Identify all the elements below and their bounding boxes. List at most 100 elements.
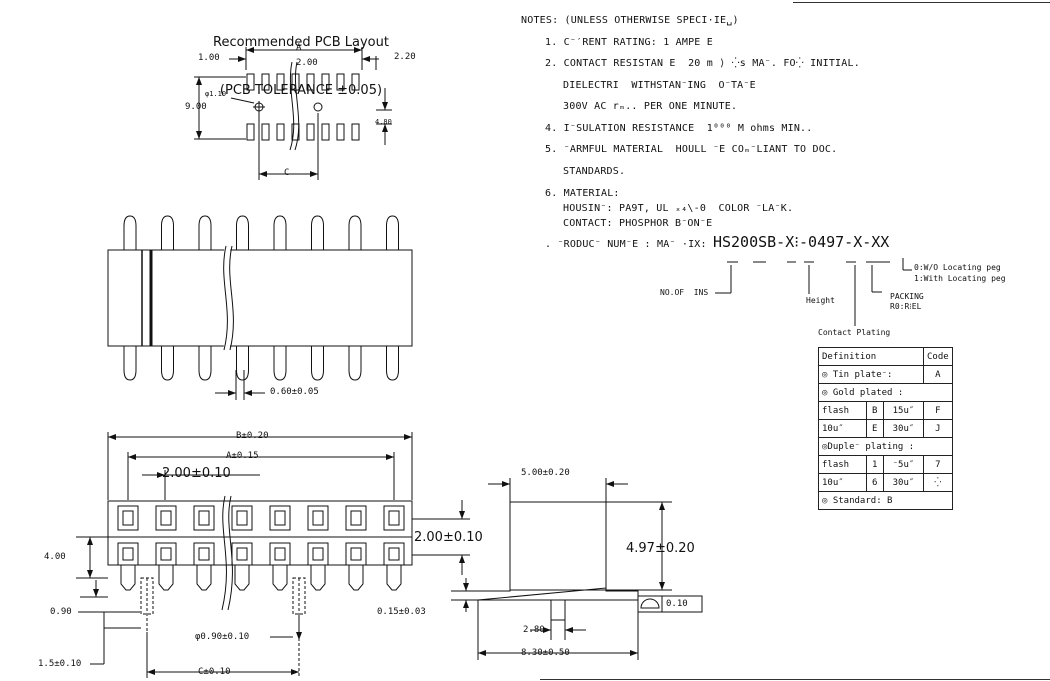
label-no-of-pins: NO.OF INS: [660, 288, 709, 297]
cell: 7: [923, 455, 953, 474]
note-6b: CONTACT: PHOSPHOR B⁻ON⁻E: [563, 218, 713, 229]
notes-block: NOTES: (UNLESS OTHERWISE SPECI·IE␣) 1. C…: [521, 10, 889, 256]
tin-row: ◎ Tin plate⁻: A: [818, 365, 953, 384]
border-line-bottom: [540, 679, 1050, 680]
contact-lead: [234, 565, 250, 591]
plating-table: Definition Code ◎ Tin plate⁻: A ◎ Gold p…: [818, 347, 953, 510]
note-7: . ⁻RODUC⁻ NUM⁻E : MA⁻ ·IX: HS200SB-X⁝-04…: [521, 232, 889, 256]
dim-lead-width: 0.60±0.05: [270, 387, 319, 397]
pcb-pad: [306, 123, 315, 141]
contact-bottom-inner: [388, 547, 400, 561]
opt-without-peg: 0:W/O Locating peg: [914, 263, 1001, 272]
dim-row-pitch: 2.00±0.10: [414, 530, 483, 545]
contact-top: [231, 505, 253, 531]
contact-lead: [386, 565, 402, 591]
note-5: 5. ⁻ARMFUL MATERIAL HOULL ⁻E COₘ⁻LIANT T…: [545, 144, 838, 155]
dim-foot-length: 8.30±0.50: [521, 648, 570, 658]
pcb-title-line1: Recommended PCB Layout: [213, 35, 389, 50]
dim-row-height: 9.00: [185, 102, 207, 112]
pcb-layout-title: Recommended PCB Layout (PCB TOLERANCE ±0…: [196, 3, 406, 115]
dim-peg-length: 1.5±0.10: [38, 659, 82, 669]
tin-code: A: [923, 365, 953, 384]
contact-top: [345, 505, 367, 531]
contact-bottom: [383, 542, 405, 566]
dim-hole: φ1.10: [205, 90, 227, 98]
pcb-pad: [321, 123, 330, 141]
pcb-pad: [351, 123, 360, 141]
contact-lead: [158, 565, 174, 591]
pcb-pad: [246, 73, 255, 91]
note-4: 4. I⁻SULATION RESISTANCE 1⁰⁰⁰ M ohms MIN…: [545, 122, 813, 134]
pin-bottom: [123, 346, 137, 381]
contact-bottom-inner: [350, 547, 362, 561]
pcb-pad: [321, 73, 330, 91]
standard-row: ◎ Standard: B: [818, 491, 953, 510]
pin-bottom: [386, 346, 399, 381]
pin-bottom: [236, 346, 249, 381]
contact-lead: [348, 565, 364, 591]
notes-header: NOTES: (UNLESS OTHERWISE SPECI·IE␣): [521, 15, 739, 26]
cell: 1: [865, 455, 884, 474]
contact-bottom: [193, 542, 215, 566]
label-packing-value: R0:R⁝EL: [890, 302, 922, 311]
dim-contact-pitch: 2.00±0.10: [162, 466, 231, 481]
pin-top: [198, 215, 212, 250]
contact-bottom-inner: [274, 547, 286, 561]
contact-top-inner: [312, 510, 324, 526]
gold-text: Gold plated :: [832, 387, 904, 398]
header-code: Code: [923, 347, 953, 366]
contact-bottom: [307, 542, 329, 566]
pin-bottom: [348, 346, 362, 381]
dim-c-label: C: [284, 168, 290, 178]
dim-height-4: 4.00: [44, 552, 66, 562]
pcb-pad: [306, 73, 315, 91]
dim-pad-height: 4.80: [375, 118, 392, 126]
contact-top-inner: [160, 510, 172, 526]
dim-a: A±0.15: [226, 451, 259, 461]
contact-lead: [272, 565, 288, 591]
pin-bottom: [311, 346, 324, 381]
cell: F: [923, 401, 953, 420]
pcb-pad: [246, 123, 255, 141]
cell: 6: [865, 473, 884, 492]
note-2c: 300V AC rₘ.. PER ONE MINUTE.: [563, 101, 738, 112]
contact-bottom-inner: [122, 547, 134, 561]
contact-bottom-inner: [160, 547, 172, 561]
cell: J: [923, 419, 953, 438]
pin-top: [236, 215, 249, 250]
pcb-pad: [261, 73, 270, 91]
dim-a-label: A: [296, 43, 302, 53]
dim-end-height: 4.97±0.20: [626, 541, 695, 556]
dim-pad-width: 2.20: [394, 52, 416, 62]
dim-lead-offset: 0.90: [50, 607, 72, 617]
pin-top: [273, 215, 287, 250]
note-2: 2. CONTACT RESISTAN E 20 m ⟩ ⁛s MA⁻. FO⁛…: [545, 58, 860, 69]
contact-top: [117, 505, 139, 531]
border-line-top: [793, 2, 1050, 3]
dim-pitch-left: 1.00: [198, 53, 220, 63]
dim-pitch: 2.00: [296, 58, 318, 68]
contact-top: [269, 505, 291, 531]
pcb-title-line2: (PCB TOLERANCE ±0.05): [219, 83, 383, 98]
part-number: HS200SB-X⁝-0497-X-XX: [712, 233, 890, 251]
cell: flash: [818, 401, 867, 420]
pin-bottom: [161, 346, 174, 381]
contact-top: [307, 505, 329, 531]
contact-lead: [196, 565, 212, 591]
gold-sub-row: 10u″ E 30u″ J: [818, 419, 953, 438]
flatness-value: 0.10: [666, 599, 688, 609]
note-2b: DIELECTRI WITHSTAN⁻ING O⁻TA⁻E: [563, 79, 756, 91]
pcb-pad: [291, 123, 300, 141]
note-5b: STANDARDS.: [563, 165, 626, 177]
front-view-drawing: [76, 432, 470, 678]
side-view-drawing: [107, 215, 413, 400]
cell: 10u″: [818, 419, 867, 438]
contact-top: [383, 505, 405, 531]
dim-b: B±0.20: [236, 431, 269, 441]
pin-top: [161, 215, 174, 250]
note-6a: HOUSIN⁻: PA9T, UL ₓ₄\-0 COLOR ⁻LA⁻K.: [563, 203, 794, 214]
cell: B: [865, 401, 884, 420]
pin-top: [311, 215, 324, 250]
contact-bottom-inner: [236, 547, 248, 561]
contact-bottom: [345, 542, 367, 566]
